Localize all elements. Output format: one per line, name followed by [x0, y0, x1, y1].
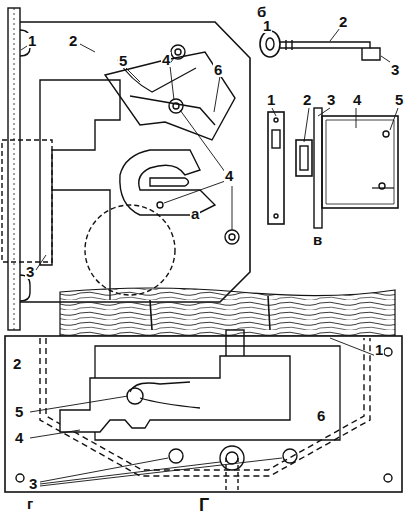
- callout-number: 3: [326, 92, 336, 107]
- callout-number: 4: [352, 92, 362, 107]
- callout-number: 4: [14, 430, 24, 445]
- callout-number: 2: [12, 356, 22, 371]
- callout-number: 1: [27, 33, 37, 48]
- rim-lock-g: [5, 288, 402, 492]
- key-b: [260, 28, 390, 62]
- callout-number: 5: [118, 53, 128, 68]
- callout-number: Г: [198, 496, 210, 514]
- callout-number: 3: [28, 476, 38, 491]
- callout-number: 1: [262, 18, 272, 33]
- callout-number: 2: [302, 92, 312, 107]
- mortise-lock-a: [2, 8, 250, 330]
- callout-number: 1: [266, 92, 276, 107]
- callout-number: 2: [68, 33, 78, 48]
- callout-number: 5: [14, 404, 24, 419]
- callout-number: а: [190, 206, 200, 221]
- lock-v: [268, 108, 398, 228]
- callout-number: б: [256, 4, 267, 19]
- callout-number: 6: [316, 408, 326, 423]
- callout-number: 3: [390, 62, 400, 77]
- callout-number: 2: [338, 14, 348, 29]
- callout-number: 4: [224, 168, 234, 183]
- callout-number: в: [312, 232, 323, 247]
- callout-number: 4: [161, 52, 171, 67]
- callout-number: г: [26, 496, 34, 511]
- callout-number: 5: [394, 92, 404, 107]
- callout-number: 3: [25, 264, 35, 279]
- callout-number: 1: [374, 342, 384, 357]
- callout-number: 6: [213, 62, 223, 77]
